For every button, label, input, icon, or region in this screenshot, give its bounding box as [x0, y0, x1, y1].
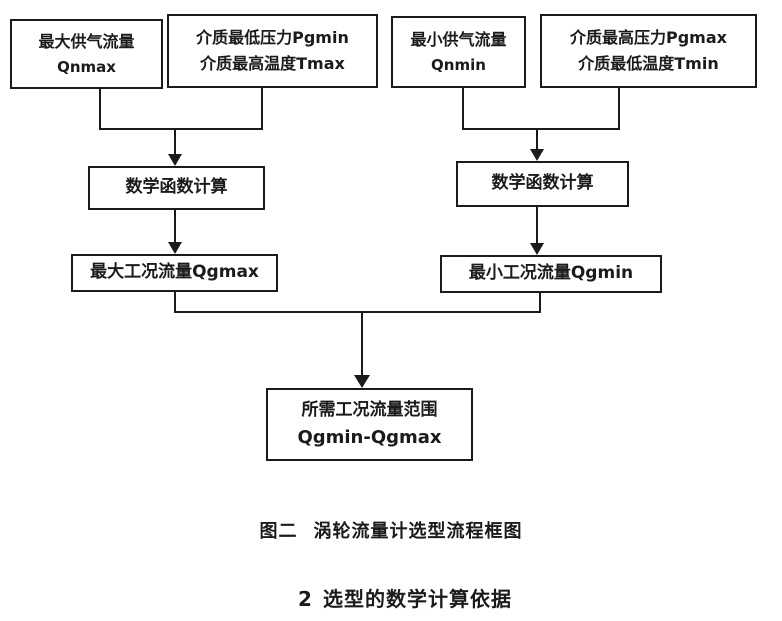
- box-max-pressure-min-temp: 介质最高压力Pgmax 介质最低温度Tmin: [540, 14, 757, 88]
- box-math-function-calc-left: 数学函数计算: [88, 166, 265, 210]
- figure-caption-text: 涡轮流量计选型流程框图: [313, 521, 523, 542]
- connector-left-result-stem: [174, 210, 176, 243]
- box-math-function-calc-left-label: 数学函数计算: [125, 177, 228, 198]
- arrow-down-icon: [168, 154, 182, 166]
- figure-caption: 图二涡轮流量计选型流程框图: [0, 517, 782, 543]
- section-heading-number: 2: [298, 587, 313, 611]
- arrow-down-icon: [530, 149, 544, 161]
- box-min-supply-flow-label: 最小供气流量: [410, 30, 507, 50]
- connector-left-merge-h: [99, 128, 263, 130]
- connector-range-stem: [361, 313, 363, 376]
- box-min-temp-label: 介质最低温度Tmin: [578, 54, 719, 73]
- box-math-function-calc-right: 数学函数计算: [456, 161, 629, 207]
- section-heading-text: 选型的数学计算依据: [322, 587, 512, 611]
- connector-right-merge-h: [462, 128, 620, 130]
- box-max-working-flow: 最大工况流量Qgmax: [71, 254, 278, 292]
- connector-right-merge-v2: [618, 87, 620, 130]
- connector-bottom-merge-v1: [174, 292, 176, 313]
- box-required-flow-range-symbol: Qgmin-Qgmax: [297, 426, 442, 448]
- box-max-pressure-label: 介质最高压力Pgmax: [570, 28, 727, 48]
- connector-right-calc-stem: [536, 130, 538, 150]
- box-min-pressure-label: 介质最低压力Pgmin: [196, 28, 349, 48]
- box-min-supply-flow-symbol: Qnmin: [431, 55, 486, 74]
- connector-left-merge-v2: [261, 88, 263, 130]
- box-math-function-calc-right-label: 数学函数计算: [491, 173, 594, 194]
- connector-bottom-merge-v2: [539, 293, 541, 313]
- box-max-temp-label: 介质最高温度Tmax: [200, 54, 345, 73]
- box-required-flow-range-label: 所需工况流量范围: [301, 399, 438, 420]
- arrow-down-icon: [168, 242, 182, 254]
- box-min-pressure-max-temp: 介质最低压力Pgmin 介质最高温度Tmax: [167, 14, 378, 88]
- section-heading: 2 选型的数学计算依据: [14, 583, 782, 612]
- box-required-flow-range: 所需工况流量范围 Qgmin-Qgmax: [266, 388, 473, 461]
- connector-left-merge-v1: [99, 89, 101, 130]
- box-max-supply-flow-label: 最大供气流量: [38, 32, 135, 52]
- figure-caption-label: 图二: [259, 521, 298, 542]
- box-max-supply-flow-symbol: Qnmax: [57, 57, 116, 76]
- box-min-working-flow-label: 最小工况流量Qgmin: [468, 263, 634, 284]
- connector-right-result-stem: [536, 207, 538, 244]
- connector-bottom-merge-h: [174, 311, 541, 313]
- box-max-supply-flow: 最大供气流量 Qnmax: [10, 19, 163, 89]
- box-max-working-flow-label: 最大工况流量Qgmax: [90, 262, 259, 283]
- box-min-supply-flow: 最小供气流量 Qnmin: [391, 16, 526, 88]
- connector-right-merge-v1: [462, 88, 464, 130]
- arrow-down-icon: [530, 243, 544, 255]
- connector-left-calc-stem: [174, 130, 176, 155]
- arrow-down-icon: [354, 375, 370, 388]
- box-min-working-flow: 最小工况流量Qgmin: [440, 255, 662, 293]
